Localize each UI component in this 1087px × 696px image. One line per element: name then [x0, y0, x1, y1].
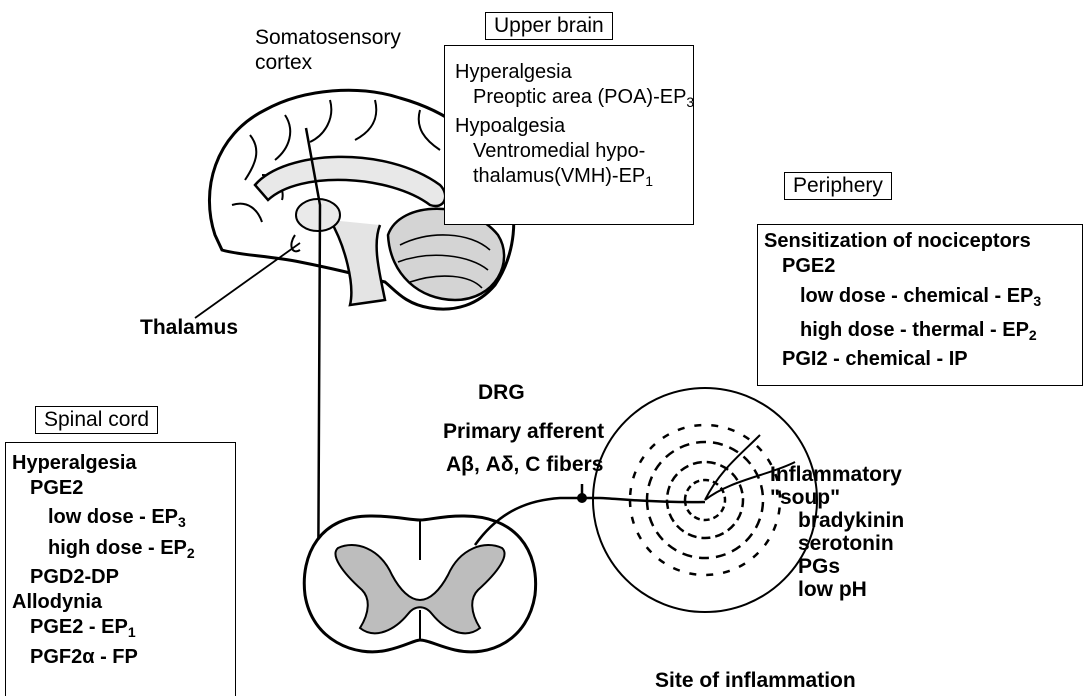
- somatosensory-line1: Somatosensory: [255, 25, 401, 50]
- upper-hypoalgesia: Hypoalgesia: [455, 114, 693, 139]
- periphery-header: Periphery: [784, 172, 892, 200]
- mediator-low-ph: low pH: [770, 578, 904, 601]
- fibers-label: Aβ, Aδ, C fibers: [446, 452, 603, 477]
- inflammatory-soup: Inflammatory "soup" bradykinin serotonin…: [770, 463, 904, 601]
- spinal-allodynia: Allodynia: [12, 590, 235, 615]
- drg-label: DRG: [478, 380, 525, 405]
- brainstem: [330, 220, 385, 305]
- spinal-pgd2: PGD2-DP: [12, 565, 235, 590]
- upper-vmh-1: Ventromedial hypo-: [455, 139, 693, 164]
- periphery-sensitization: Sensitization of nociceptors: [764, 229, 1082, 254]
- spinal-cord-header: Spinal cord: [35, 406, 158, 434]
- somatosensory-cortex-label: Somatosensory cortex: [255, 25, 401, 75]
- periphery-pgi2: PGI2 - chemical - IP: [764, 347, 1082, 372]
- periphery-high-dose: high dose - thermal - EP2: [764, 318, 1082, 343]
- periphery-pge2: PGE2: [764, 254, 1082, 279]
- somatosensory-line2: cortex: [255, 50, 401, 75]
- spinal-pge2-ep: PGE2 - EP1: [12, 615, 235, 640]
- spinal-cord-box: Hyperalgesia PGE2 low dose - EP3 high do…: [5, 442, 236, 696]
- spinal-pgf2a: PGF2α - FP: [12, 645, 235, 670]
- upper-brain-header: Upper brain: [485, 12, 613, 40]
- periphery-box: Sensitization of nociceptors PGE2 low do…: [757, 224, 1083, 386]
- upper-hyperalgesia: Hyperalgesia: [455, 60, 693, 85]
- primary-afferent-label: Primary afferent: [443, 419, 604, 444]
- mediator-serotonin: serotonin: [770, 532, 904, 555]
- spinal-cord-illustration: [304, 516, 535, 652]
- upper-poa: Preoptic area (POA)-EP3: [455, 85, 693, 110]
- upper-vmh-2: thalamus(VMH)-EP1: [455, 164, 693, 189]
- spinal-low-dose: low dose - EP3: [12, 505, 235, 530]
- upper-brain-box: Hyperalgesia Preoptic area (POA)-EP3 Hyp…: [444, 45, 694, 225]
- inflammatory-line1: Inflammatory: [770, 463, 904, 486]
- spinal-hyperalgesia: Hyperalgesia: [12, 451, 235, 476]
- thalamus-label: Thalamus: [140, 315, 238, 340]
- inflammatory-line2: "soup": [770, 486, 904, 509]
- mediator-pgs: PGs: [770, 555, 904, 578]
- spinal-pge2: PGE2: [12, 476, 235, 501]
- spinal-high-dose: high dose - EP2: [12, 536, 235, 561]
- mediator-bradykinin: bradykinin: [770, 509, 904, 532]
- periphery-low-dose: low dose - chemical - EP3: [764, 284, 1082, 309]
- site-of-inflammation-label: Site of inflammation: [655, 668, 856, 693]
